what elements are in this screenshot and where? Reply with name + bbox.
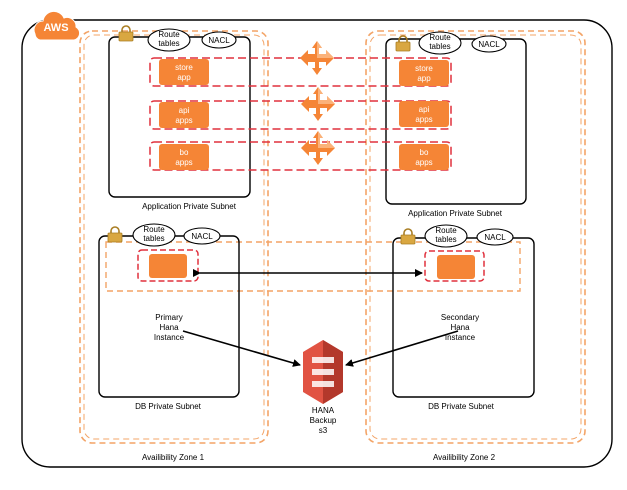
- db-instance-frame-1: [137, 249, 199, 282]
- aws-cloud-frame: [21, 19, 613, 468]
- api-app-tier: [149, 100, 452, 130]
- nacl-label: NACL: [191, 232, 213, 241]
- replication-band: [105, 241, 521, 292]
- elastic-load-balancer-icon: [300, 41, 334, 75]
- app-subnet-2-label: Application Private Subnet: [408, 209, 503, 218]
- zone-2-label: Availibility Zone 2: [433, 453, 496, 462]
- nacl-badge[interactable]: [471, 35, 507, 53]
- lock-icon: [395, 35, 411, 52]
- bo-app-tier: [149, 141, 452, 171]
- hana-instance-1[interactable]: [149, 254, 187, 278]
- route-tables-line-1: Route: [158, 30, 180, 39]
- backup-arrow-primary: [182, 330, 301, 367]
- secondary-label-line-3: Instance: [445, 333, 476, 342]
- zone-1-label: Availibility Zone 1: [142, 453, 205, 462]
- db-subnet-2-label: DB Private Subnet: [428, 402, 495, 411]
- route-tables-badge[interactable]: [418, 31, 462, 55]
- route-tables-line-2: tables: [143, 234, 164, 243]
- s3-label-line-2: Backup: [310, 416, 337, 425]
- nacl-badge[interactable]: [476, 228, 514, 246]
- lock-icon: [107, 226, 123, 243]
- aws-cloud-icon: AWS: [33, 10, 81, 41]
- db-subnet-1-label: DB Private Subnet: [135, 402, 202, 411]
- nacl-label: NACL: [478, 40, 500, 49]
- aws-label: AWS: [43, 22, 68, 34]
- lock-icon: [118, 25, 134, 42]
- route-tables-line-2: tables: [435, 235, 456, 244]
- nacl-label: NACL: [484, 233, 506, 242]
- backup-arrow-secondary: [345, 330, 459, 367]
- lock-icon: [400, 228, 416, 245]
- route-tables-line-1: Route: [143, 225, 165, 234]
- route-tables-line-1: Route: [429, 33, 451, 42]
- primary-label-line-2: Hana: [159, 323, 179, 332]
- route-tables-badge[interactable]: [424, 224, 468, 248]
- nacl-badge[interactable]: [183, 227, 221, 245]
- db-instance-frame-2: [424, 250, 485, 282]
- app-subnet-1-label: Application Private Subnet: [142, 202, 237, 211]
- secondary-label-line-2: Hana: [450, 323, 470, 332]
- route-tables-badge[interactable]: [147, 28, 191, 52]
- route-tables-line-2: tables: [158, 39, 179, 48]
- route-tables-line-1: Route: [435, 226, 457, 235]
- s3-label-line-3: s3: [319, 426, 328, 435]
- s3-label-line-1: HANA: [312, 406, 335, 415]
- primary-label-line-1: Primary: [155, 313, 183, 322]
- availability-zone-2: [365, 30, 586, 444]
- nacl-badge[interactable]: [201, 31, 237, 49]
- primary-label-line-3: Instance: [154, 333, 185, 342]
- secondary-label-line-1: Secondary: [441, 313, 479, 322]
- elastic-load-balancer-icon: [301, 131, 335, 165]
- route-tables-badge[interactable]: [132, 223, 176, 247]
- route-tables-line-2: tables: [429, 42, 450, 51]
- elastic-load-balancer-icon: [301, 87, 335, 121]
- hana-instance-2[interactable]: [437, 255, 475, 279]
- s3-bucket-icon[interactable]: [303, 340, 343, 404]
- nacl-label: NACL: [208, 36, 230, 45]
